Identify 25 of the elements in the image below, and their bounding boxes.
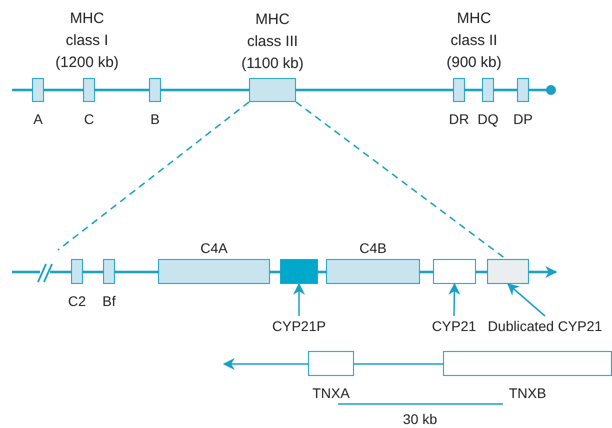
gene-label: B (150, 111, 160, 127)
gene-label: C4A (200, 240, 228, 256)
gene-label: DQ (478, 111, 498, 127)
gene-box (487, 259, 529, 284)
gene-label: Bf (102, 293, 116, 309)
gene-label: CYP21P (267, 316, 331, 336)
gene-label: C4B (359, 240, 387, 256)
region-label: MHC class II (900 kb) (445, 9, 503, 73)
gene-label: DP (513, 111, 533, 127)
gene-box (433, 259, 476, 284)
gene-label: A (33, 111, 43, 127)
region-label: MHC class I (1200 kb) (54, 9, 120, 73)
scale-label: 30 kb (402, 410, 438, 428)
zoom-line (58, 101, 250, 251)
leader-arrow (448, 282, 460, 316)
gene-label: TNXB (508, 385, 546, 401)
leader-arrow (507, 283, 546, 317)
gene-label: C2 (68, 293, 86, 309)
gene-label: DR (448, 111, 470, 127)
gene-label: C (84, 111, 94, 127)
region-label: MHC class III (1100 kb) (240, 10, 305, 74)
zoom-line (296, 101, 506, 260)
leader-arrow (293, 282, 305, 316)
gene-label: TNXA (312, 385, 350, 401)
gene-box (280, 259, 318, 284)
